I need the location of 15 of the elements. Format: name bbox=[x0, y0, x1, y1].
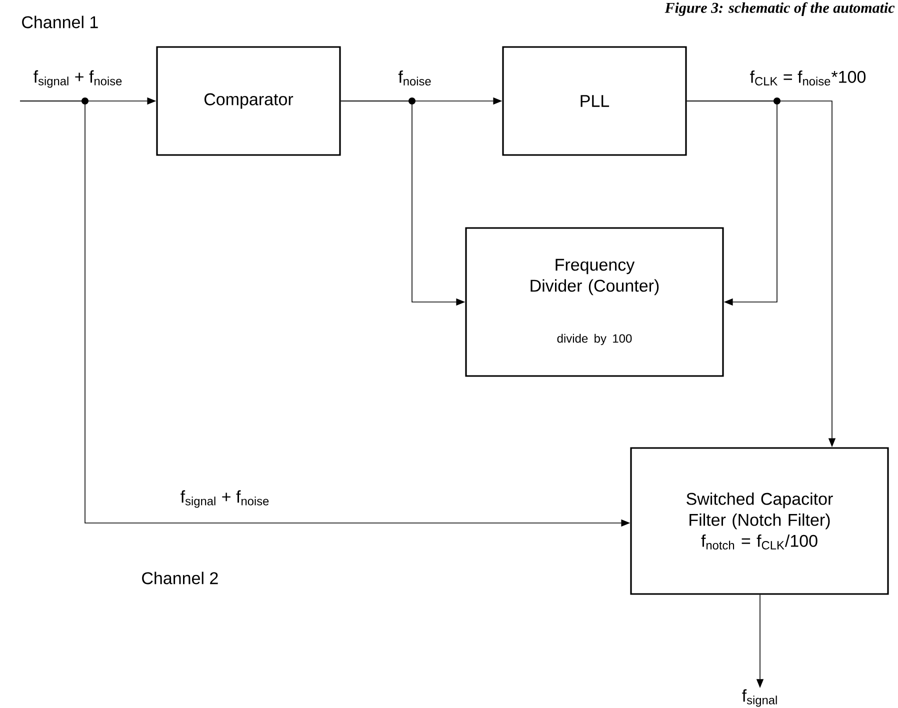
junction-dot bbox=[82, 98, 88, 104]
block-box: Comparator bbox=[156, 46, 341, 156]
edge-label: f$_{noise}$ bbox=[397, 69, 433, 87]
block-box: Switched Capacitor Filter (Notch Filter) f$_{notch}$ = f$_{CLK}$/100 bbox=[630, 447, 889, 595]
edge-label: f$_{CLK}$ = f$_{noise}$*100 bbox=[748, 69, 868, 87]
figure-title: Figure 3: schematic of the automatic bbox=[664, 2, 895, 16]
channel-label: Channel 1 bbox=[22, 16, 98, 28]
edge-label: f$_{signal}$ + f$_{noise}$ bbox=[32, 69, 124, 89]
output-label: f$_{signal}$ bbox=[742, 689, 777, 707]
edge-label: f$_{signal}$ + f$_{noise}$ bbox=[179, 489, 271, 509]
channel-label: Channel 2 bbox=[142, 572, 218, 584]
junction-dot bbox=[408, 98, 416, 104]
junction-dot bbox=[774, 98, 780, 104]
block-box: Frequency Divider (Counter) divide by 100 bbox=[465, 227, 724, 377]
block-box: PLL bbox=[502, 46, 687, 156]
